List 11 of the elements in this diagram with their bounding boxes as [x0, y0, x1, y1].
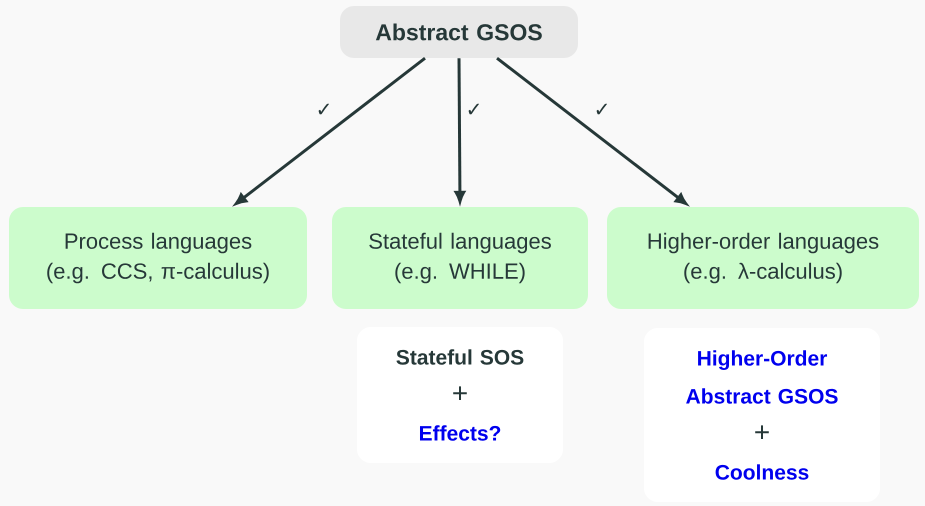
- note-box: Stateful SOS + Effects?: [357, 327, 563, 463]
- edge-label: ✓: [596, 104, 607, 114]
- language-box: Process languages (e.g. CCS, π-calculus): [9, 207, 307, 309]
- edge-label: ✓: [318, 104, 329, 114]
- language-box: Stateful languages (e.g. WHILE): [332, 207, 588, 309]
- note-box: Higher-Order Abstract GSOS + Coolness: [644, 328, 880, 502]
- edge-label: ✓: [468, 104, 479, 114]
- language-box: Higher-order languages (e.g. λ-calculus): [607, 207, 920, 309]
- arrow: [235, 57, 426, 205]
- arrow: [496, 57, 687, 205]
- root-box: Abstract GSOS: [340, 6, 578, 58]
